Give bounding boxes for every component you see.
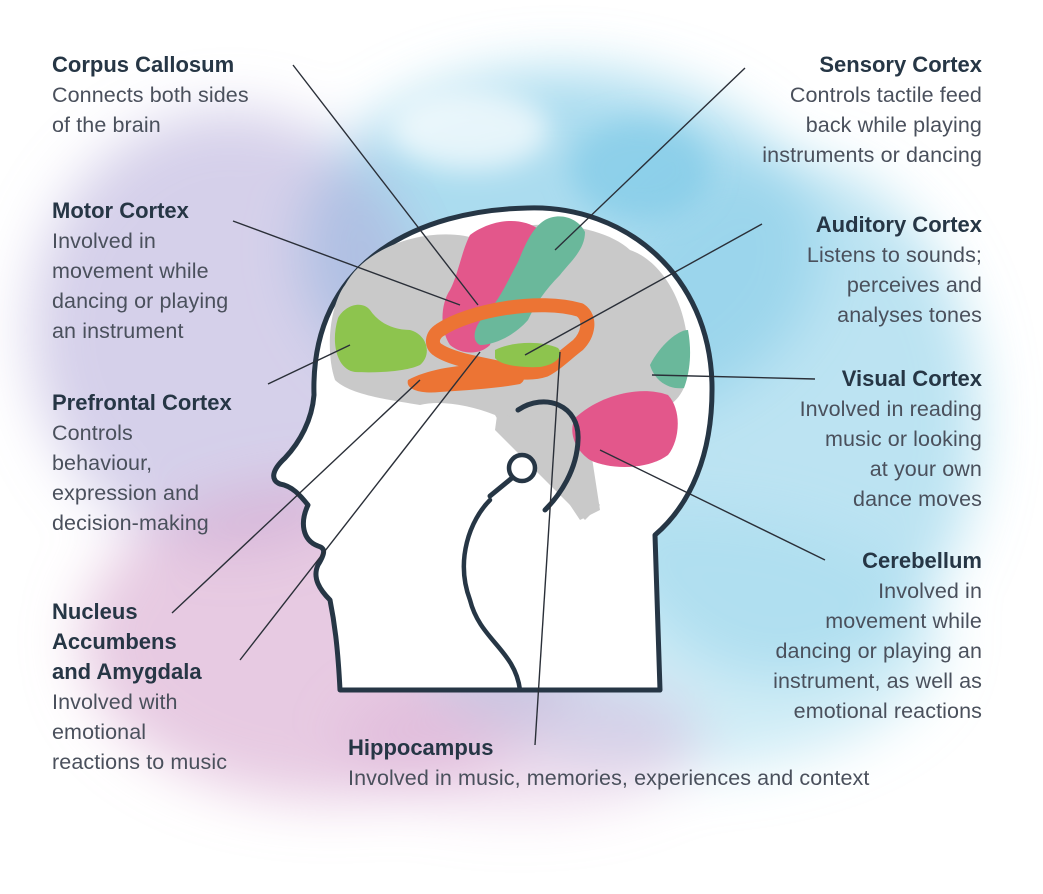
corpus-callosum-title: Corpus Callosum [52, 52, 235, 77]
label-nucleus-accumbens: Nucleus Accumbens and Amygdala Involved … [52, 597, 227, 777]
label-sensory-cortex: Sensory Cortex Controls tactile feed bac… [762, 50, 982, 170]
cerebellum-title: Cerebellum [862, 548, 982, 573]
earbud-stem [487, 475, 515, 499]
sensory-cortex-desc: Controls tactile feed back while playing… [762, 83, 982, 167]
earbud-cable [461, 497, 523, 693]
auditory-cortex-title: Auditory Cortex [815, 212, 982, 237]
region-orange-corpus [426, 298, 595, 380]
leader-hippocampus [534, 351, 561, 746]
region-orange-lower [407, 364, 525, 393]
label-motor-cortex: Motor Cortex Involved in movement while … [52, 196, 228, 346]
leader-lines [171, 64, 826, 746]
wash-blue-accent [570, 120, 710, 220]
brain-stem [495, 408, 600, 520]
leader-auditory-cortex [524, 223, 763, 356]
corpus-callosum-desc: Connects both sides of the brain [52, 83, 249, 137]
motor-cortex-desc: Involved in movement while dancing or pl… [52, 229, 229, 343]
region-cerebellum [572, 391, 678, 467]
leader-visual-cortex [651, 374, 816, 380]
nucleus-accumbens-title: Nucleus Accumbens and Amygdala [52, 599, 202, 684]
earbud-icon [506, 452, 538, 484]
leader-sensory-cortex [554, 67, 746, 251]
prefrontal-cortex-desc: Controls behaviour, expression and decis… [52, 421, 209, 535]
wash-light-patch [390, 90, 550, 170]
hippocampus-title: Hippocampus [348, 735, 494, 760]
region-auditory [495, 342, 561, 368]
motor-cortex-title: Motor Cortex [52, 198, 189, 223]
leader-motor-cortex [232, 220, 461, 306]
label-auditory-cortex: Auditory Cortex Listens to sounds; perce… [807, 210, 982, 330]
leader-nucleus-accumbens-1 [171, 379, 421, 614]
label-corpus-callosum: Corpus Callosum Connects both sides of t… [52, 50, 249, 140]
region-prefrontal [334, 304, 427, 373]
visual-cortex-title: Visual Cortex [841, 366, 982, 391]
prefrontal-cortex-title: Prefrontal Cortex [52, 390, 232, 415]
hippocampus-desc: Involved in music, memories, experiences… [348, 766, 870, 790]
sensory-cortex-title: Sensory Cortex [819, 52, 982, 77]
region-visual [650, 330, 691, 389]
wash-pink-lower [340, 670, 700, 810]
label-visual-cortex: Visual Cortex Involved in reading music … [800, 364, 982, 514]
cerebellum-desc: Involved in movement while dancing or pl… [773, 579, 982, 723]
leader-prefrontal [267, 344, 351, 385]
leader-nucleus-accumbens-2 [239, 351, 481, 661]
leader-cerebellum [599, 449, 826, 561]
label-cerebellum: Cerebellum Involved in movement while da… [773, 546, 982, 726]
visual-cortex-desc: Involved in reading music or looking at … [799, 397, 982, 511]
auditory-cortex-desc: Listens to sounds; perceives and analyse… [806, 243, 982, 327]
leader-corpus-callosum [292, 64, 479, 306]
ear-outline [515, 399, 581, 513]
nucleus-accumbens-desc: Involved with emotional reactions to mus… [52, 690, 228, 774]
label-prefrontal-cortex: Prefrontal Cortex Controls behaviour, ex… [52, 388, 232, 538]
label-hippocampus: Hippocampus Involved in music, memories,… [348, 733, 869, 793]
